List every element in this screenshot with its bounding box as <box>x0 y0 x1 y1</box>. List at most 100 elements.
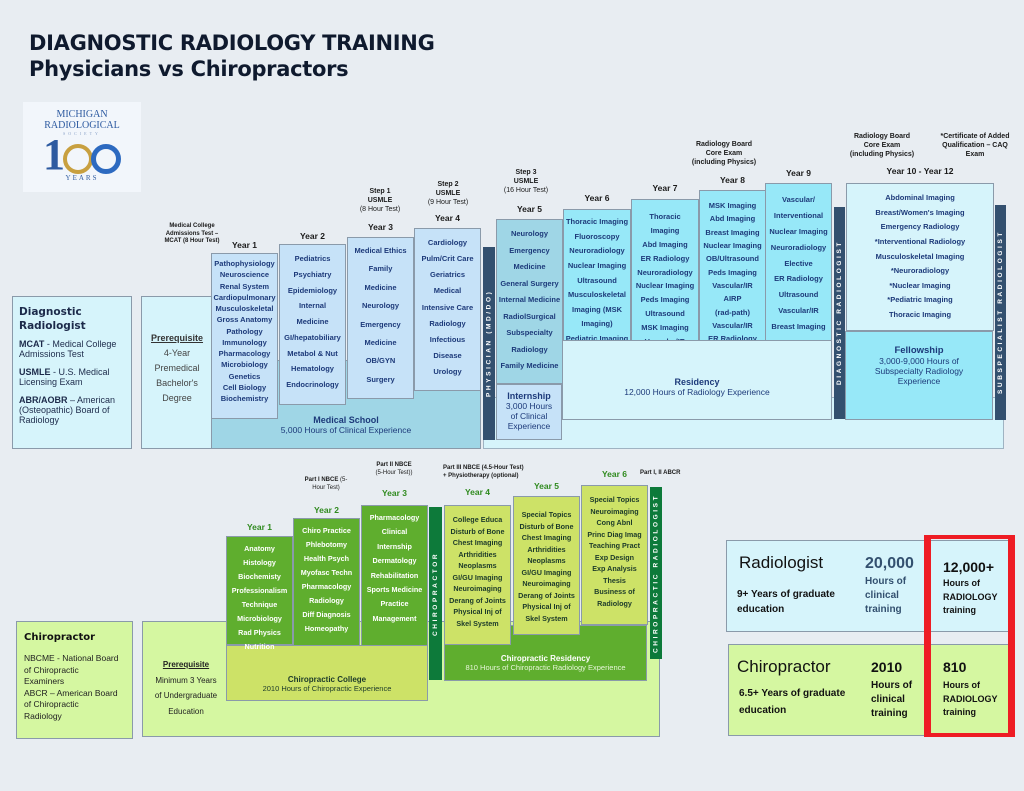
course-item: AIRP <box>723 294 742 304</box>
physician-md-do-bar: PHYSICIAN (MD/DO) <box>483 247 495 440</box>
legend-desc: – American (Osteopathic) Board of Radiol… <box>19 395 116 425</box>
legend-abbr: ABR/AOBR <box>19 395 68 405</box>
course-item: Metabol & Nut <box>287 348 338 358</box>
course-item: Dermatology <box>372 556 417 566</box>
summary-chiropractor-radiology-hours: 810 <box>943 659 967 675</box>
course-item: Medical Ethics <box>354 246 407 255</box>
course-item: Pathology <box>226 326 263 336</box>
course-item: Internal Medicine <box>498 295 561 304</box>
course-item: Radiology <box>309 596 344 606</box>
course-item: Imaging) <box>581 319 613 329</box>
nbce-part2-label: Part II NBCE(5-Hour Test)) <box>375 462 413 476</box>
course-item: Nuclear Imaging <box>635 281 695 291</box>
legend-abbr: MCAT <box>19 339 45 349</box>
internship-heading: Internship <box>507 391 551 401</box>
course-item: Emergency Radiology <box>880 222 960 232</box>
chiro-residency-heading: Chiropractic Residency <box>500 654 591 663</box>
year-label: Year 5 <box>516 204 543 214</box>
summary-radiologist-title: Radiologist <box>739 553 824 572</box>
chiro-prerequisite-line: Minimum 3 Years <box>155 675 217 685</box>
course-item: Vascular/IR <box>712 281 753 291</box>
logo-gold-ring-icon <box>63 143 93 174</box>
course-item: Pathophysiology <box>214 259 275 268</box>
chiro-college-hours: 2010 Hours of Chiropractic Experience <box>262 684 392 693</box>
course-item: Special Topics <box>589 495 640 504</box>
course-item: Sports Medicine <box>366 585 423 595</box>
title-line-2: Physicians vs Chiropractors <box>29 57 349 81</box>
course-item: OB/GYN <box>365 356 396 366</box>
course-item: Special Topics <box>521 510 572 519</box>
course-item: Abdominal Imaging <box>885 193 955 202</box>
legend-item: ABR/AOBR – American (Osteopathic) Board … <box>19 395 125 425</box>
course-item: Skel System <box>525 613 568 623</box>
course-item: Vascular/IR <box>712 321 753 331</box>
chiro-legend-line: Radiology <box>24 710 62 721</box>
year-label: Year 3 <box>367 222 394 232</box>
course-item: MSK Imaging <box>708 201 757 210</box>
course-item: *Pediatric Imaging <box>887 295 953 305</box>
course-item: Thoracic <box>649 212 681 221</box>
prerequisite-heading: Prerequisite <box>150 333 204 343</box>
fellowship-line: Subspecialty Radiology <box>874 366 964 376</box>
course-item: Geriatrics <box>429 270 466 280</box>
course-item: RadiolSurgical <box>503 311 556 321</box>
course-item: ER Radiology <box>708 334 757 344</box>
michigan-radiological-society-logo: MICHIGAN RADIOLOGICAL SOCIETY 1 YEARS <box>23 102 141 192</box>
chiro-residency-hours: 810 Hours of Chiropractic Radiology Expe… <box>465 663 626 672</box>
course-item: Business of <box>594 587 635 597</box>
physician-legend-box: Diagnostic Radiologist MCAT - Medical Co… <box>12 296 132 449</box>
chiro-legend-line: NBCME - National Board <box>24 653 119 663</box>
course-item: Internal <box>298 301 327 311</box>
course-item: Pharmacology <box>301 582 352 592</box>
course-item: Neoplasms <box>527 556 566 566</box>
course-item: Disturb of Bone <box>519 521 574 531</box>
chiro-legend-line: ABCR – American Board <box>24 687 118 698</box>
course-item: Microbiology <box>237 614 282 624</box>
residency-heading: Residency <box>674 377 720 387</box>
course-item: Fluoroscopy <box>574 231 620 241</box>
course-item: Radiology <box>429 318 466 328</box>
course-item: Peds Imaging <box>640 295 690 305</box>
course-item: *Neuroradiology <box>890 266 950 276</box>
year-label: Year 2 <box>299 231 326 241</box>
summary-radiologist-clinical-hours: 20,000 <box>865 555 914 572</box>
course-item: General Surgery <box>500 278 559 288</box>
page-title: DIAGNOSTIC RADIOLOGY TRAINING Physicians… <box>29 30 435 82</box>
course-item: Emergency <box>509 245 550 255</box>
course-item: Elective <box>784 258 813 268</box>
chiro-college-heading: Chiropractic College <box>287 675 367 684</box>
course-item: Musculoskeletal Imaging <box>875 251 965 261</box>
year-label: Year 4 <box>434 213 461 223</box>
course-item: Histology <box>243 558 276 568</box>
course-item: Exp Analysis <box>592 564 637 574</box>
course-item: Musculoskeletal <box>568 290 626 300</box>
course-item: Derang of Joints <box>449 595 506 605</box>
course-item: Peds Imaging <box>708 267 757 277</box>
course-item: Teaching Pract <box>589 541 640 551</box>
nbce-part3-label: Part III NBCE (4.5-Hour Test)+ Physiothe… <box>443 465 524 479</box>
course-item: Phlebotomy <box>305 540 348 550</box>
course-item: Exp Design <box>594 552 635 562</box>
course-item: Medicine <box>296 317 329 326</box>
chiropractic-radiologist-bar: CHIROPRACTIC RADIOLOGIST <box>650 487 662 659</box>
course-item: Pulm/Crit Care <box>421 254 474 264</box>
course-item: Biochemisty <box>238 572 281 582</box>
course-item: Neurology <box>361 301 400 311</box>
course-item: Thoracic Imaging <box>888 310 952 319</box>
